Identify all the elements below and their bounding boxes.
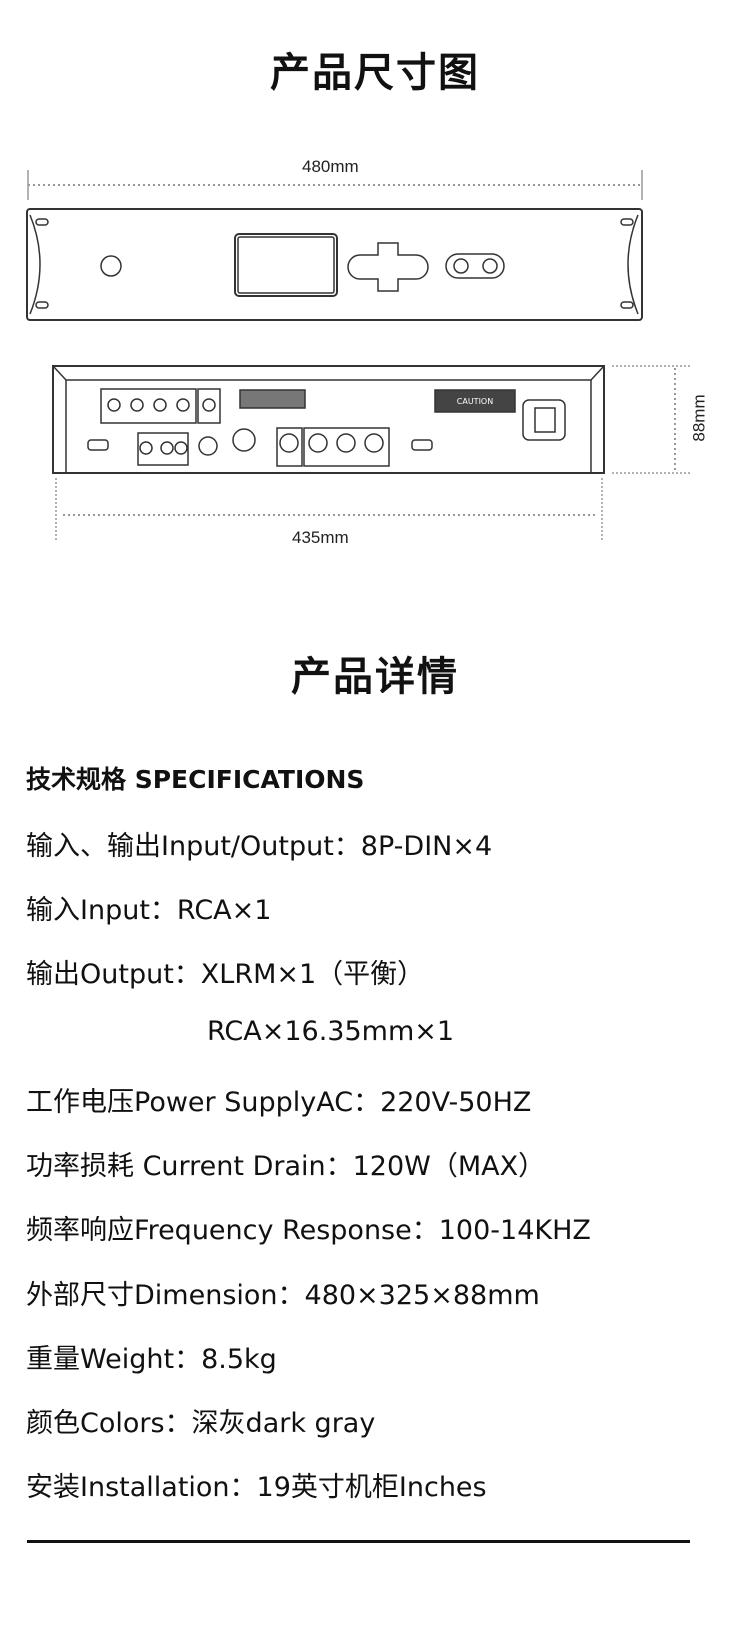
bottom-divider (27, 1540, 690, 1543)
spec-io: 输入、输出Input/Output：8P-DIN×4 (26, 831, 493, 862)
dpad-icon (347, 242, 429, 292)
spec-output: 输出Output：XLRM×1（平衡） (26, 959, 425, 990)
rear-panel: CAUTION (52, 365, 605, 474)
spec-installation: 安装Installation：19英寸机柜Inches (26, 1472, 487, 1503)
width-dimension-label: 480mm (302, 157, 359, 176)
spec-colors: 颜色Colors：深灰dark gray (26, 1408, 376, 1439)
product-dimension-drawing: CAUTION (26, 170, 690, 540)
height-dimension-label: 88mm (689, 394, 709, 442)
spec-weight: 重量Weight：8.5kg (26, 1344, 277, 1375)
depth-dimension-label: 435mm (292, 528, 349, 547)
spec-dimension: 外部尺寸Dimension：480×325×88mm (26, 1280, 540, 1311)
details-section-title: 产品详情 (291, 654, 459, 700)
svg-text:CAUTION: CAUTION (457, 397, 493, 406)
dimension-section-title: 产品尺寸图 (270, 50, 480, 96)
lcd-screen (234, 233, 338, 297)
spec-output-rca: RCA×16.35mm×1 (207, 1016, 455, 1047)
spec-power-supply: 工作电压Power SupplyAC：220V-50HZ (26, 1087, 532, 1118)
spec-input: 输入Input：RCA×1 (26, 895, 272, 926)
spec-frequency-response: 频率响应Frequency Response：100-14KHZ (26, 1215, 591, 1246)
power-button-icon (100, 255, 122, 277)
spec-current-drain: 功率损耗 Current Drain：120W（MAX） (26, 1151, 546, 1182)
specifications-heading: 技术规格 SPECIFICATIONS (26, 765, 365, 794)
front-panel (26, 208, 643, 321)
